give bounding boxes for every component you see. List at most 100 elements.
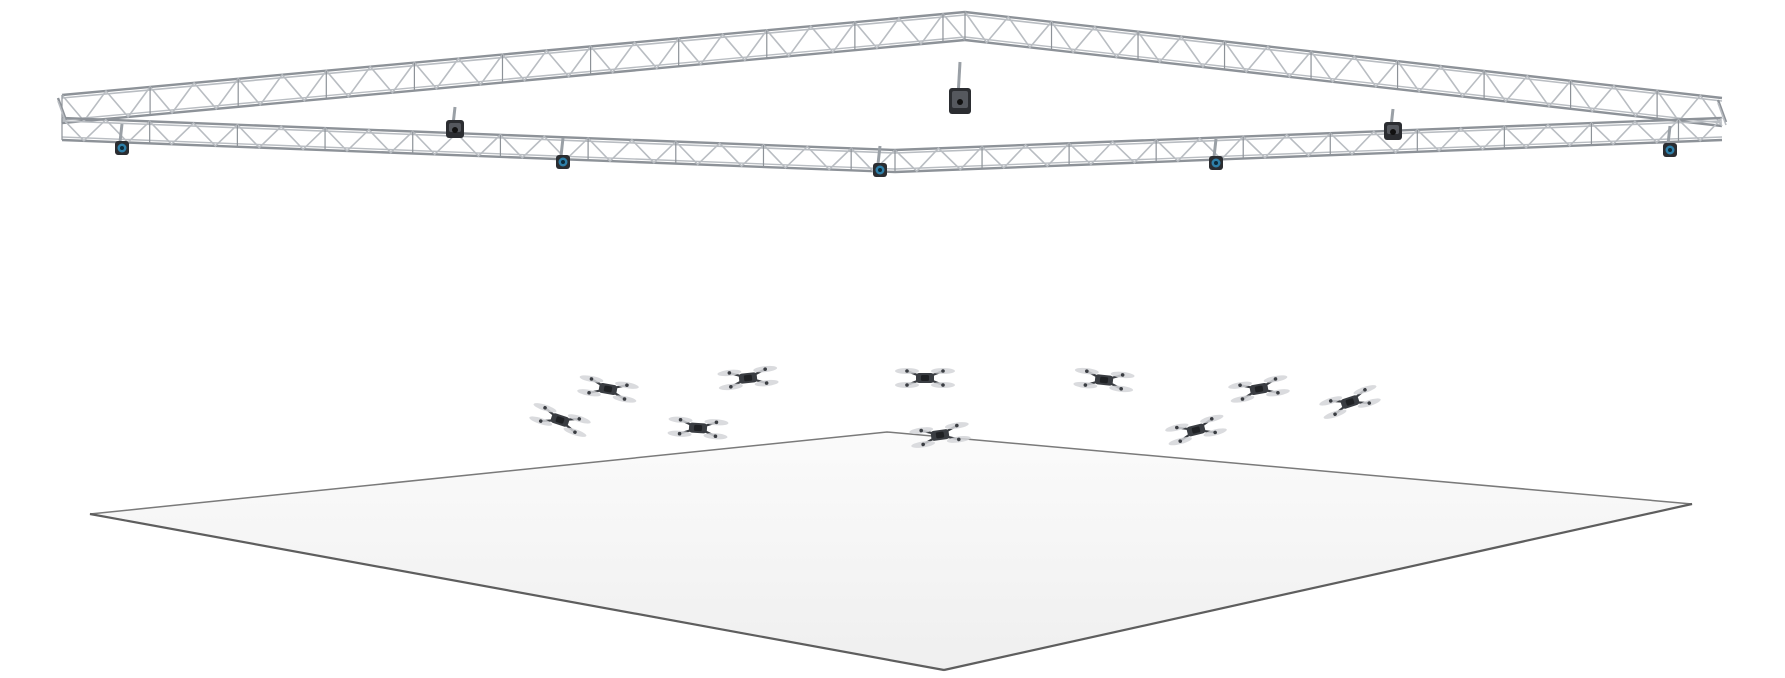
drone-core <box>1254 385 1264 393</box>
drone-motor <box>905 369 909 373</box>
drone-motor <box>1367 401 1372 405</box>
truss-top-rail-inner <box>894 120 1723 154</box>
mocap-camera-dark-icon <box>1384 108 1402 140</box>
camera-mount-arm <box>876 145 882 165</box>
truss-beam-back-right <box>964 10 1723 128</box>
drone-motor <box>714 420 719 425</box>
drone-motor <box>1119 387 1123 391</box>
truss-top-rail <box>1716 99 1728 123</box>
drone-motor <box>956 437 961 442</box>
drone-swarm <box>529 365 1381 448</box>
camera-mount-arm <box>118 123 124 143</box>
drone-motor <box>587 390 591 395</box>
drone-motor <box>713 434 718 439</box>
floor-front-left-edge <box>89 512 945 672</box>
drone-motor <box>1175 425 1179 430</box>
drone-motor <box>1240 397 1245 401</box>
drone-motor <box>538 419 543 423</box>
drone-motor <box>941 383 945 387</box>
camera-mount-arm <box>1212 138 1218 158</box>
truss-top-rail <box>61 116 896 152</box>
drone-motor <box>1333 412 1337 417</box>
truss-top-rail <box>894 116 1723 152</box>
mocap-camera-dark-icon <box>446 106 464 138</box>
drone-core <box>921 375 929 381</box>
drone-motor <box>921 442 925 447</box>
drone-icon <box>1073 367 1135 393</box>
drone-motor <box>1363 387 1367 392</box>
truss-corner-right <box>1716 99 1728 126</box>
drone-core <box>603 385 613 393</box>
drone-icon <box>667 416 729 440</box>
camera-lens <box>1214 161 1218 165</box>
drone-icon <box>529 403 591 437</box>
floor-front-right-edge <box>943 502 1693 672</box>
mocap-camera-blue-icon <box>115 123 129 155</box>
drone-core <box>935 431 945 439</box>
drone-motor <box>729 385 733 389</box>
truss-top-rail <box>964 10 1723 100</box>
drone-icon <box>717 365 779 391</box>
mocap-camera-dark-icon <box>949 61 971 114</box>
truss-bottom-rail-inner <box>61 36 966 121</box>
camera-lens <box>120 146 124 150</box>
drone-core <box>1099 376 1109 384</box>
drone-motor <box>1085 369 1089 373</box>
drone-motor <box>955 423 959 428</box>
drone-motor <box>941 369 945 373</box>
truss-lattice <box>894 117 1723 173</box>
mocap-camera-blue-icon <box>1663 125 1677 157</box>
truss-top-rail <box>56 97 68 121</box>
drone-icon <box>1228 375 1290 403</box>
drone-motor <box>1276 390 1280 395</box>
truss-top-rail-inner <box>57 100 67 124</box>
truss-top-rail-inner <box>1717 102 1727 126</box>
drone-icon <box>909 422 971 448</box>
truss-bottom-rail <box>61 38 966 125</box>
truss-bottom-rail-inner <box>894 136 1723 170</box>
drone-motor <box>625 383 629 388</box>
drone-motor <box>1213 430 1217 435</box>
drone-motor <box>1209 417 1214 421</box>
mocap-camera-blue-icon <box>556 137 570 169</box>
truss-lattice <box>61 12 966 123</box>
drone-core <box>1345 398 1355 406</box>
drone-motor <box>1328 399 1333 403</box>
truss-top-rail <box>61 10 966 97</box>
drone-motor <box>727 371 732 375</box>
drone-motor <box>919 428 924 433</box>
drone-icon <box>577 375 639 403</box>
truss-frame <box>56 10 1728 174</box>
drone-motor <box>1273 377 1278 381</box>
truss-top-rail-inner <box>61 14 966 99</box>
drone-motor <box>1178 439 1183 443</box>
truss-bottom-rail-inner <box>964 36 1723 124</box>
drone-icon <box>895 368 955 388</box>
drone-motor <box>573 430 577 435</box>
drone-core <box>743 374 753 382</box>
truss-beam-front-left <box>61 116 896 174</box>
drone-motor <box>577 417 582 421</box>
truss-top-rail-inner <box>964 14 1723 102</box>
drone-motor <box>677 431 682 436</box>
drone-motor <box>1120 373 1125 377</box>
drone-motor <box>589 377 594 381</box>
camera-lens <box>957 99 963 105</box>
drone-core <box>693 424 703 432</box>
drone-icon <box>1319 385 1381 419</box>
camera-array <box>115 61 1677 177</box>
camera-lens <box>452 127 458 133</box>
camera-mount-arm <box>559 137 565 157</box>
drone-motor <box>543 405 547 410</box>
drone-core <box>1191 426 1201 434</box>
truss-beam-front-right <box>894 116 1723 174</box>
camera-lens <box>878 168 882 172</box>
camera-lens <box>561 160 565 164</box>
drone-motor <box>1238 383 1242 388</box>
drone-motor <box>678 417 683 422</box>
truss-lattice <box>964 11 1723 127</box>
camera-lens <box>1668 148 1672 152</box>
drone-core <box>555 416 565 424</box>
truss-corner-left <box>56 97 68 124</box>
